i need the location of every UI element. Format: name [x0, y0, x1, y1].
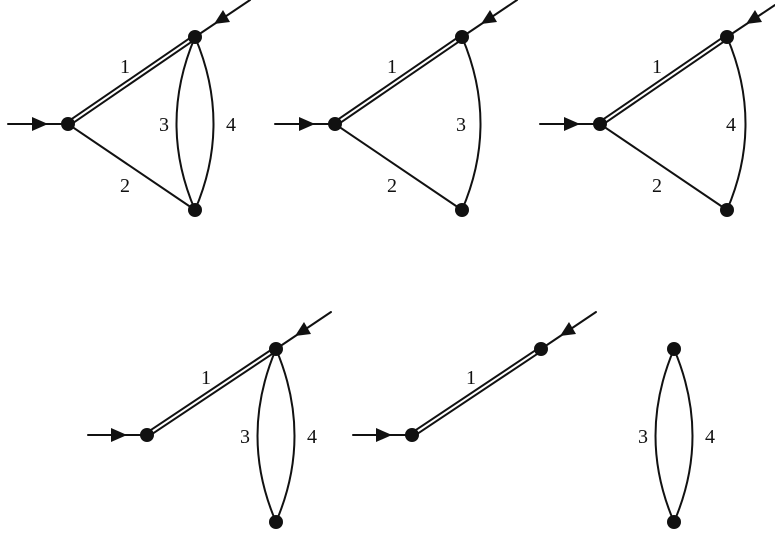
- vertex: [188, 203, 202, 217]
- double-line-edge-1: [598, 34, 729, 127]
- line-edge-2: [599, 123, 728, 211]
- arrow-in-left-icon: [32, 117, 48, 131]
- arrow-in-left-icon: [564, 117, 580, 131]
- arc-edge-3: [175, 36, 196, 211]
- diagram-3: 1 2 4: [539, 4, 775, 217]
- vertex: [720, 203, 734, 217]
- arrow-in-top-icon: [560, 322, 576, 336]
- edge-label: 3: [159, 114, 169, 136]
- arrow-in-top-icon: [481, 10, 497, 24]
- edge-label: 4: [307, 426, 317, 448]
- double-line-edge-1: [333, 34, 464, 127]
- edge-label: 1: [652, 56, 662, 78]
- line-edge-2: [67, 123, 196, 211]
- vertex: [61, 117, 75, 131]
- edge-label: 4: [226, 114, 236, 136]
- edge-label: 3: [240, 426, 250, 448]
- arrow-in-top-icon: [214, 10, 230, 24]
- double-line-edge-1: [410, 346, 543, 438]
- vertex: [593, 117, 607, 131]
- vertex: [140, 428, 154, 442]
- arc-edge-4: [726, 36, 747, 211]
- diagram-5: 1: [352, 311, 597, 442]
- arc-edge-3: [461, 36, 482, 211]
- diagram-4: 1 3 4: [87, 311, 332, 529]
- vertex: [455, 203, 469, 217]
- vertex: [667, 515, 681, 529]
- edge-label: 2: [120, 175, 130, 197]
- arc-edge-3: [256, 348, 277, 523]
- edge-label: 1: [201, 367, 211, 389]
- edge-label: 4: [705, 426, 715, 448]
- arc-edge-4: [194, 36, 215, 211]
- arrow-in-left-icon: [376, 428, 392, 442]
- arc-edge-3: [654, 348, 675, 523]
- diagram-2: 1 2 3: [274, 0, 518, 217]
- edge-label: 2: [652, 175, 662, 197]
- vertex: [328, 117, 342, 131]
- vertex: [269, 342, 283, 356]
- arrow-in-top-icon: [746, 10, 762, 24]
- vertex: [720, 30, 734, 44]
- vertex: [534, 342, 548, 356]
- double-line-edge-1: [66, 34, 197, 127]
- arc-edge-4: [275, 348, 296, 523]
- arrow-in-left-icon: [111, 428, 127, 442]
- edge-label: 1: [466, 367, 476, 389]
- edge-label: 2: [387, 175, 397, 197]
- line-edge-2: [334, 123, 463, 211]
- diagram-6: 3 4: [638, 342, 715, 529]
- vertex: [269, 515, 283, 529]
- edge-label: 1: [387, 56, 397, 78]
- double-line-edge-1: [145, 346, 278, 438]
- vertex: [405, 428, 419, 442]
- arc-edge-4: [673, 348, 694, 523]
- edge-label: 1: [120, 56, 130, 78]
- edge-label: 3: [456, 114, 466, 136]
- arrow-in-top-icon: [295, 322, 311, 336]
- edge-label: 3: [638, 426, 648, 448]
- vertex: [455, 30, 469, 44]
- arrow-in-left-icon: [299, 117, 315, 131]
- vertex: [188, 30, 202, 44]
- diagram-1: 1 2 3 4: [7, 0, 251, 217]
- edge-label: 4: [726, 114, 736, 136]
- vertex: [667, 342, 681, 356]
